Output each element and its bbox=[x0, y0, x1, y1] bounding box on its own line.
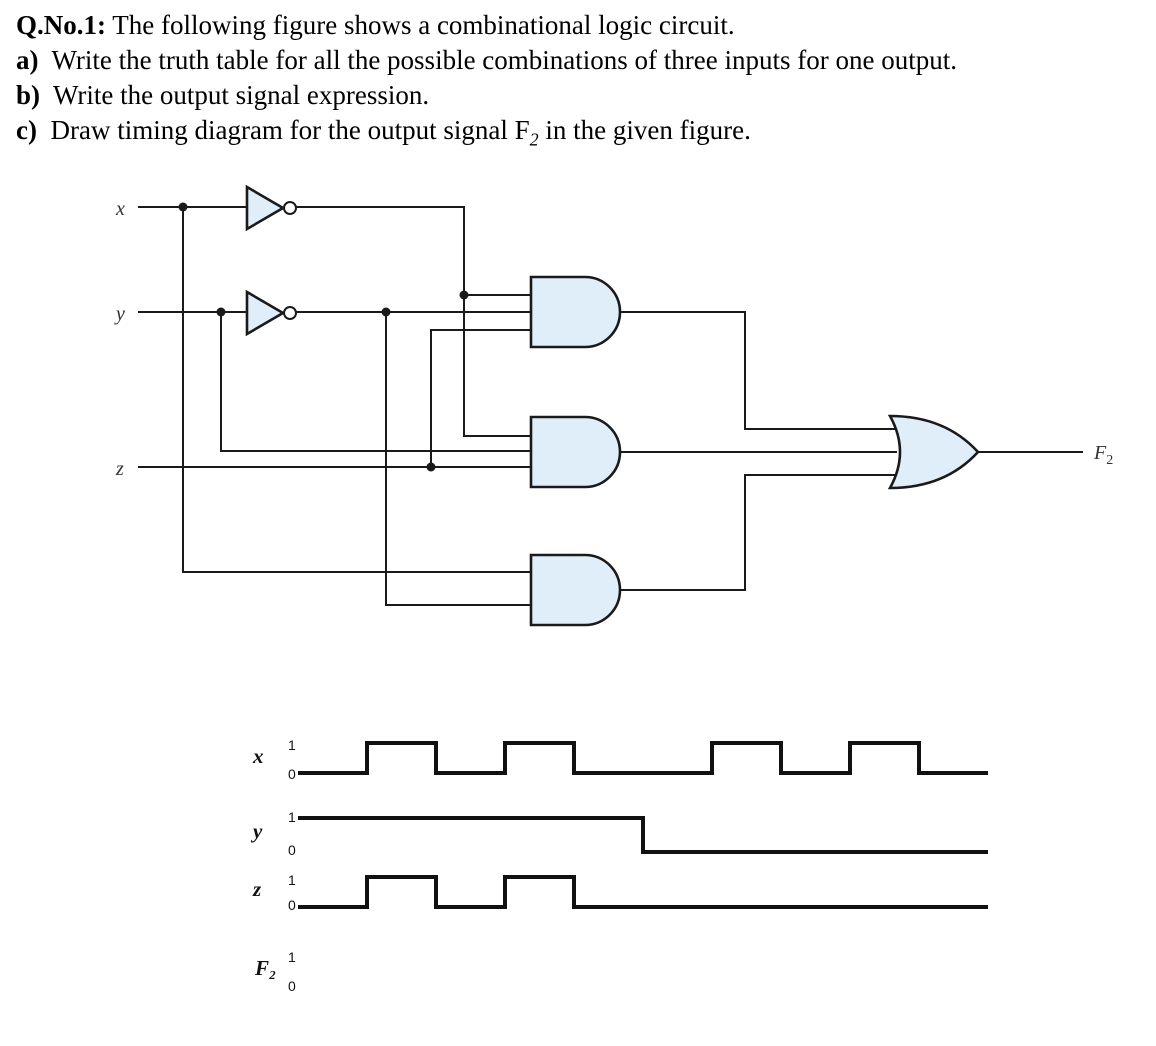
output-label: F2 bbox=[1093, 442, 1113, 468]
and-gate-3 bbox=[529, 553, 622, 627]
not-gate-y bbox=[245, 289, 286, 337]
level-high-x: 1 bbox=[288, 737, 296, 753]
wire-z-up bbox=[430, 329, 533, 467]
wire-y-to-and3 bbox=[385, 312, 533, 606]
part-c: c) Draw timing diagram for the output si… bbox=[16, 113, 1136, 150]
timing-diagram: x y z F₂ 1 0 1 0 1 0 1 0 bbox=[250, 737, 988, 994]
level-low-z: 0 bbox=[288, 897, 296, 913]
waveform-x bbox=[298, 741, 988, 775]
part-b: b) Write the output signal expression. bbox=[16, 78, 1136, 113]
timing-label-z: z bbox=[252, 877, 262, 901]
level-high-f2: 1 bbox=[288, 949, 296, 965]
wire-x-down bbox=[182, 207, 533, 573]
part-b-label: b) bbox=[16, 80, 41, 110]
or-gate bbox=[887, 414, 980, 490]
wire-y-down bbox=[220, 312, 533, 452]
part-c-text: Draw timing diagram for the output signa… bbox=[50, 115, 530, 145]
part-c-label: c) bbox=[16, 115, 37, 145]
level-high-y: 1 bbox=[288, 809, 296, 825]
input-label-x: x bbox=[115, 198, 125, 220]
part-c-sub: 2 bbox=[529, 129, 539, 150]
question-intro: The following figure shows a combination… bbox=[106, 10, 735, 40]
junction-y-2 bbox=[381, 307, 391, 317]
not-bubble-y bbox=[283, 306, 297, 320]
part-a-label: a) bbox=[16, 45, 39, 75]
and-gate-1 bbox=[529, 275, 622, 349]
wire-and3-out bbox=[620, 474, 897, 591]
input-label-z: z bbox=[115, 458, 124, 480]
junction-x bbox=[178, 202, 188, 212]
level-low-x: 0 bbox=[288, 766, 296, 782]
question-number: Q.No.1: bbox=[16, 10, 106, 40]
part-c-tail: in the given figure. bbox=[538, 115, 751, 145]
timing-label-x: x bbox=[252, 744, 264, 768]
level-low-f2: 0 bbox=[288, 978, 296, 994]
question-heading: Q.No.1: The following figure shows a com… bbox=[16, 8, 1136, 43]
input-label-y: y bbox=[114, 303, 125, 325]
wire-not-x bbox=[296, 206, 533, 437]
waveform-z bbox=[298, 875, 988, 909]
part-a-text: Write the truth table for all the possib… bbox=[51, 45, 957, 75]
part-b-text: Write the output signal expression. bbox=[53, 80, 430, 110]
question-text: Q.No.1: The following figure shows a com… bbox=[16, 8, 1136, 150]
wire-and1-out bbox=[620, 311, 897, 430]
junction-y-1 bbox=[216, 307, 226, 317]
level-high-z: 1 bbox=[288, 872, 296, 888]
level-low-y: 0 bbox=[288, 842, 296, 858]
timing-label-y: y bbox=[250, 819, 263, 843]
and-gate-2 bbox=[529, 415, 622, 489]
junction-z bbox=[426, 462, 436, 472]
timing-label-f2: F₂ bbox=[254, 956, 276, 980]
waveform-y bbox=[298, 816, 988, 854]
part-a: a) Write the truth table for all the pos… bbox=[16, 43, 1136, 78]
junction-not-x bbox=[459, 290, 469, 300]
not-bubble-x bbox=[283, 201, 297, 215]
not-gate-x bbox=[245, 184, 286, 232]
